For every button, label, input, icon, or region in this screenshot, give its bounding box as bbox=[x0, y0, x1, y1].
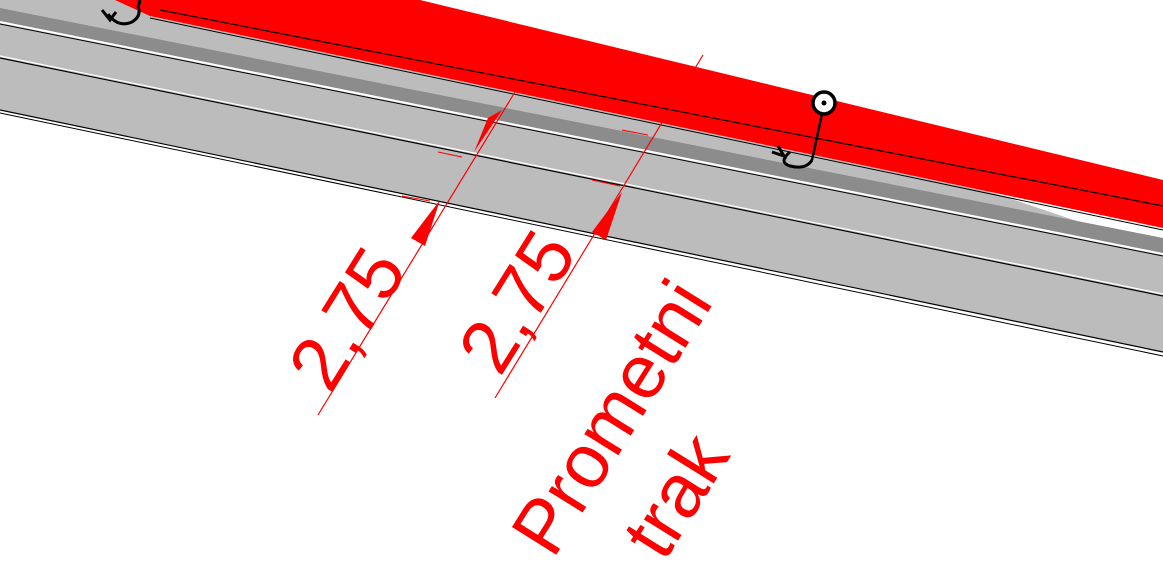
road-edge-line-1b bbox=[0, 23, 1163, 257]
road-bottom-edge-white bbox=[0, 111, 1163, 355]
dimension-arrow-2-bottom bbox=[592, 192, 622, 240]
road-surface bbox=[0, 0, 1163, 352]
red-band-centerline bbox=[159, 9, 1163, 207]
road-lane-divider bbox=[0, 57, 1163, 297]
dimension-arrow-1-bottom bbox=[411, 200, 440, 246]
rotation-handle-icon[interactable] bbox=[100, 0, 142, 26]
extension-tick-4 bbox=[621, 129, 649, 136]
dimension-line-1 bbox=[317, 91, 516, 416]
red-median-band bbox=[115, 0, 1163, 228]
road-edge-line-1 bbox=[0, 21, 1163, 255]
road-lane-divider-highlight bbox=[0, 55, 1163, 295]
road-bottom-edge-1 bbox=[0, 109, 1163, 353]
extension-tick-3 bbox=[591, 179, 621, 187]
extension-tick-2 bbox=[401, 195, 431, 202]
red-band-lower-edge bbox=[149, 17, 1163, 231]
origin-marker-icon[interactable] bbox=[810, 90, 837, 161]
road-shoulder-strip bbox=[0, 8, 1163, 254]
road-bottom-edge-2 bbox=[0, 112, 1163, 357]
extension-tick-5 bbox=[651, 117, 673, 123]
dimension-arrow-1-top bbox=[474, 110, 502, 152]
rotation-handle-icon-2[interactable] bbox=[771, 145, 814, 169]
extension-tick-1 bbox=[437, 151, 463, 158]
